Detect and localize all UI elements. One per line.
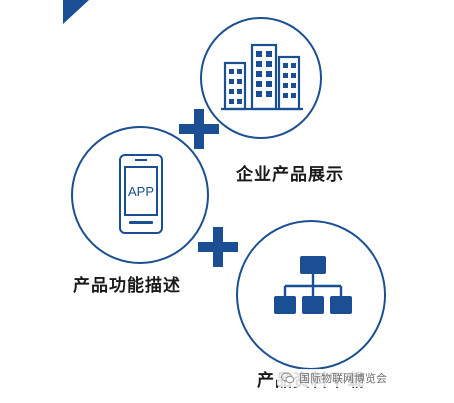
wechat-icon <box>281 372 295 384</box>
plus-icon <box>198 227 238 267</box>
org-chart-icon <box>274 256 352 314</box>
phone-icon: APP <box>119 154 163 234</box>
product-materials-download-circle[interactable] <box>236 220 386 370</box>
building-icon <box>221 43 303 111</box>
enterprise-product-display-circle[interactable] <box>200 17 322 139</box>
app-text: APP <box>127 183 154 199</box>
product-function-description-label: 产品功能描述 <box>73 276 181 296</box>
plus-icon <box>179 109 219 149</box>
corner-triangle-decoration <box>63 0 89 24</box>
watermark-text: 国际物联网博览会 <box>299 372 387 385</box>
enterprise-product-display-label: 企业产品展示 <box>236 165 344 185</box>
watermark: 国际物联网博览会 <box>277 369 393 387</box>
product-function-description-circle[interactable]: APP <box>71 126 209 264</box>
